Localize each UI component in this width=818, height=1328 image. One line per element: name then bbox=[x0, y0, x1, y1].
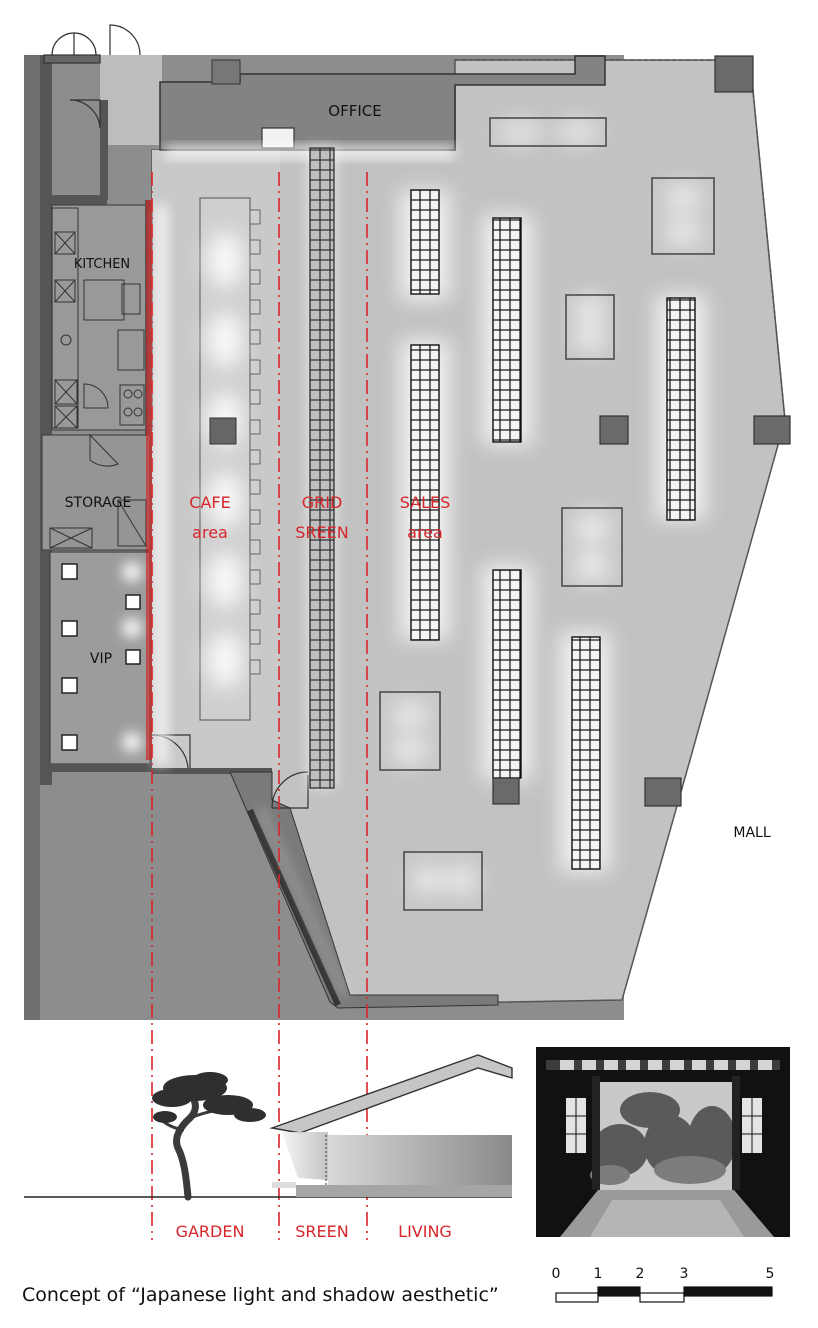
living-section bbox=[269, 1054, 513, 1197]
scale-bar: 0 1 2 3 5 bbox=[552, 1266, 775, 1303]
grid-shelves bbox=[400, 189, 706, 872]
scale-tick-1: 1 bbox=[594, 1266, 603, 1282]
garden-label: GARDEN bbox=[176, 1222, 245, 1241]
sales-zone-label: SALES bbox=[400, 493, 451, 512]
grid-zone-label: GRID bbox=[302, 493, 343, 512]
vip-room: VIP bbox=[49, 551, 151, 765]
cafe-counter bbox=[199, 197, 261, 721]
floor-plan: OFFICE bbox=[24, 24, 791, 1240]
scale-tick-5: 5 bbox=[766, 1266, 775, 1282]
mall-label: MALL bbox=[733, 825, 770, 841]
storage-label: STORAGE bbox=[65, 495, 132, 511]
living-label: LIVING bbox=[398, 1222, 452, 1241]
sales-zone-sublabel: area bbox=[407, 523, 443, 542]
storage: STORAGE bbox=[41, 433, 151, 551]
pine-tree-icon bbox=[152, 1072, 266, 1201]
office: OFFICE bbox=[159, 55, 606, 151]
office-label: OFFICE bbox=[328, 102, 381, 120]
scale-tick-0: 0 bbox=[552, 1266, 561, 1282]
reference-photo bbox=[536, 1047, 790, 1237]
grid-screen bbox=[308, 147, 336, 789]
zone-labels: CAFE area GRID SREEN SALES area bbox=[189, 493, 450, 542]
kitchen-label: KITCHEN bbox=[74, 257, 130, 272]
cafe-zone-label: CAFE bbox=[189, 493, 230, 512]
vip-label: VIP bbox=[90, 651, 112, 667]
cafe-zone-sublabel: area bbox=[192, 523, 228, 542]
screen-label: SREEN bbox=[295, 1222, 348, 1241]
entrance-doors bbox=[43, 24, 141, 129]
zone-lines bbox=[151, 172, 368, 1240]
grid-zone-sublabel: SREEN bbox=[295, 523, 348, 542]
section-diagram: GARDEN SREEN LIVING bbox=[24, 1054, 513, 1241]
display-tables bbox=[379, 117, 715, 911]
scale-tick-2: 2 bbox=[636, 1266, 645, 1282]
columns bbox=[492, 55, 791, 807]
section-labels: GARDEN SREEN LIVING bbox=[176, 1222, 452, 1241]
scale-tick-3: 3 bbox=[680, 1266, 689, 1282]
figure-caption: Concept of “Japanese light and shadow ae… bbox=[22, 1284, 499, 1306]
